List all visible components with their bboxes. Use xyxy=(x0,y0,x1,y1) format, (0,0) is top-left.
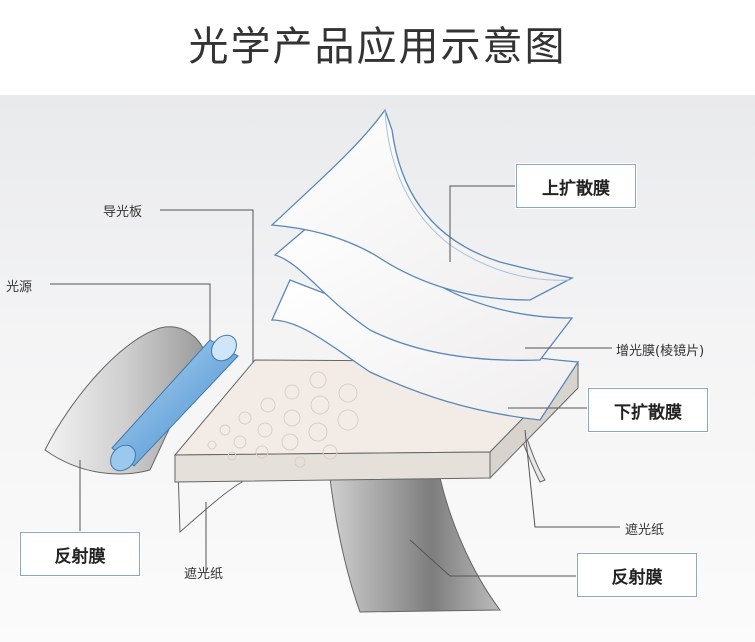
label-reflector-right: 反射膜 xyxy=(577,553,697,597)
label-upper-diffuser: 上扩散膜 xyxy=(516,164,636,208)
label-shading-paper-right: 遮光纸 xyxy=(625,523,665,538)
label-light-guide: 导光板 xyxy=(103,205,143,220)
label-prism-film: 增光膜(棱镜片) xyxy=(616,344,705,359)
label-lower-diffuser: 下扩散膜 xyxy=(588,388,708,432)
left-shading-paper xyxy=(177,467,243,534)
page-title: 光学产品应用示意图 xyxy=(188,24,567,70)
light-source-lamp xyxy=(110,334,239,472)
label-shading-paper-left: 遮光纸 xyxy=(184,567,224,582)
left-reflector-film xyxy=(44,326,206,475)
light-guide-dot-pattern xyxy=(207,371,359,468)
light-guide-plate-front xyxy=(174,451,491,483)
leader-lines xyxy=(50,185,620,577)
label-light-source: 光源 xyxy=(6,280,33,295)
upper-diffuser-film xyxy=(270,108,574,301)
label-reflector-left: 反射膜 xyxy=(20,532,140,576)
